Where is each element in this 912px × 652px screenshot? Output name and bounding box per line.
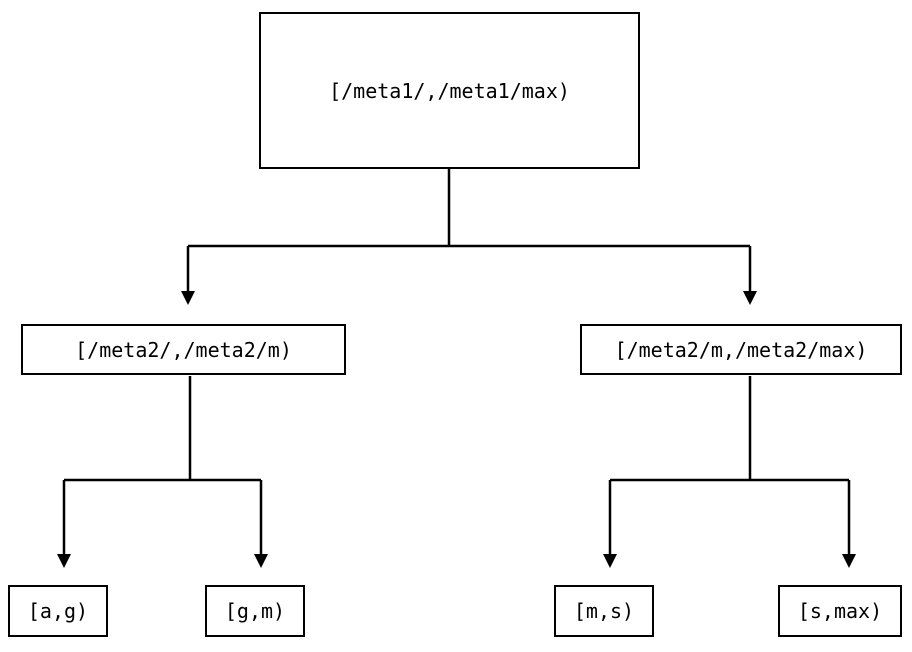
arrowhead-to-leaf-gm <box>254 554 268 568</box>
arrowhead-to-leaf-ag <box>57 554 71 568</box>
edge-meta2-lo-to-children <box>57 376 268 568</box>
arrowhead-to-leaf-smax <box>842 554 856 568</box>
tree-node-meta2-upper[interactable]: [/meta2/m,/meta2/max) <box>580 324 902 375</box>
tree-node-meta2-lower-label: [/meta2/,/meta2/m) <box>75 337 292 362</box>
tree-node-root[interactable]: [/meta1/,/meta1/max) <box>259 12 640 169</box>
edge-meta2-hi-to-children <box>603 376 856 568</box>
edge-root-to-children <box>181 169 757 305</box>
tree-node-meta2-upper-label: [/meta2/m,/meta2/max) <box>614 337 868 362</box>
tree-node-leaf-g-m[interactable]: [g,m) <box>205 585 305 637</box>
tree-node-meta2-lower[interactable]: [/meta2/,/meta2/m) <box>21 324 346 375</box>
tree-node-root-label: [/meta1/,/meta1/max) <box>329 78 570 103</box>
arrowhead-to-meta2-lo <box>181 291 195 305</box>
tree-node-leaf-s-max-label: [s,max) <box>797 599 883 623</box>
tree-node-leaf-a-g-label: [a,g) <box>27 599 89 623</box>
arrowhead-to-meta2-hi <box>743 291 757 305</box>
arrowhead-to-leaf-ms <box>603 554 617 568</box>
tree-node-leaf-g-m-label: [g,m) <box>224 599 286 623</box>
tree-node-leaf-s-max[interactable]: [s,max) <box>778 585 902 637</box>
tree-node-leaf-m-s-label: [m,s) <box>573 599 635 623</box>
tree-node-leaf-m-s[interactable]: [m,s) <box>554 585 654 637</box>
tree-node-leaf-a-g[interactable]: [a,g) <box>8 585 108 637</box>
